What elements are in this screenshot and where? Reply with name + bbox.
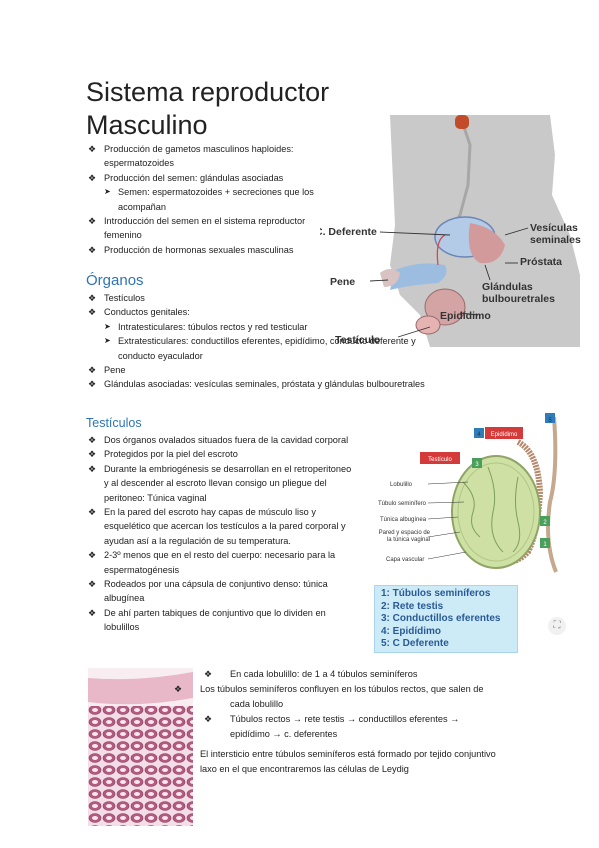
bullet-icon: ❖ [88,550,97,561]
number-5: 5 [548,418,552,424]
bullet-icon: ❖ [88,435,97,445]
number-4: 4 [477,432,481,438]
list-item: ❖Testículos [84,291,464,305]
bullet-icon: ❖ [88,449,97,460]
organos-list: ❖Testículos ❖Conductos genitales: ➤Intra… [84,291,464,392]
list-item: ❖Protegidos por la piel del escroto [84,447,354,461]
bullet-icon: ❖ [204,669,213,679]
page-title: Sistema reproductor Masculino [86,76,329,142]
list-item: ❖Los túbulos seminíferos confluyen en lo… [174,684,484,709]
list-item: ❖En cada lobulillo: de 1 a 4 túbulos sem… [200,667,500,682]
legend-item: 1: Túbulos seminíferos [381,588,491,599]
bullet-icon: ❖ [88,365,97,376]
testis-diagram: 5 4 Epidídimo Testículo 3 2 1 Lobulillo … [378,413,558,573]
tag-epididimo: Epidídimo [491,432,518,438]
male-anatomy-figure: C. Deferente Próstata Pene Epidídimo Tes… [320,115,580,347]
list-item: ❖Introducción del semen en el sistema re… [88,216,306,241]
list-item: ➤Semen: espermatozoides + secreciones qu… [104,187,314,212]
bullet-icon: ❖ [88,507,97,518]
section-heading-organos: Órganos [86,272,144,289]
label-pared: Pared y espacio de la túnica vaginal [378,530,430,543]
legend-item: 4: Epidídimo [381,625,441,637]
title-line-2: Masculino [86,110,208,140]
label-prostata: Próstata [520,256,562,268]
list-item: ❖Rodeados por una cápsula de conjuntivo … [88,579,328,604]
bullet-icon: ❖ [88,379,97,390]
bullet-icon: ❖ [88,579,97,590]
intersticio-paragraph: El intersticio entre túbulos seminíferos… [200,749,496,774]
arrow-bullet-icon: ➤ [104,336,111,346]
list-item: ➤Intratesticulares: túbulos rectos y red… [84,320,318,334]
number-1: 1 [543,542,547,548]
arrow-bullet-icon: ➤ [104,321,111,331]
bullet-icon: ❖ [88,607,97,618]
label-epididimo: Epidídimo [440,310,491,322]
label-tunica: Túnica albugínea [380,517,427,523]
list-item: ❖Conductos genitales: [84,305,464,319]
list-item: ❖Glándulas asociadas: vesículas seminale… [84,377,464,391]
list-item: ❖Producción del semen: glándulas asociad… [84,171,324,185]
bullet-icon: ❖ [88,293,97,303]
list-item: ❖En la pared del escroto hay capas de mú… [88,507,346,546]
bullet-icon: ❖ [88,307,97,318]
list-item: ❖Dos órganos ovalados situados fuera de … [84,433,354,447]
label-lobulillo: Lobulillo [390,482,413,488]
list-item: ❖Túbulos rectos → rete testis → conducti… [204,714,460,739]
number-3: 3 [475,462,479,468]
label-vesiculas-seminales: Vesículas seminales [530,222,581,246]
label-glandulas: Glándulas bulbouretrales [482,281,555,305]
legend-item: 3: Conductillos eferentes [381,613,501,625]
list-item: ❖Durante la embriogénesis se desarrollan… [88,463,352,503]
expand-icon[interactable]: ⛶ [548,617,566,635]
bullet-icon: ❖ [88,216,97,227]
testis-legend: 1: Túbulos seminíferos 2: Rete testis 3:… [374,585,518,653]
list-item: ❖De ahí parten tabiques de conjuntivo qu… [88,607,326,633]
list-item: ❖Producción de gametos masculinos haploi… [88,144,294,169]
bullet-icon: ❖ [88,172,97,183]
bullet-icon: ❖ [88,463,97,474]
number-2: 2 [543,520,547,526]
lobulillo-list: ❖En cada lobulillo: de 1 a 4 túbulos sem… [174,667,500,742]
label-testiculo: Testículo [335,334,380,346]
bullet-icon: ❖ [88,144,97,154]
section-heading-testiculos: Testículos [86,416,142,430]
bullet-icon: ❖ [204,714,213,724]
intro-list: ❖Producción de gametos masculinos haploi… [84,142,324,257]
legend-item: 5: C Deferente [381,638,449,650]
label-deferente: C. Deferente [320,226,377,238]
label-pene: Pene [330,276,355,288]
histology-image [88,668,193,842]
bullet-icon: ❖ [88,244,97,255]
list-item: ➤Extratesticulares: conductillos eferent… [104,336,416,361]
tag-testiculo: Testículo [428,457,452,463]
arrow-bullet-icon: ➤ [104,187,111,197]
title-line-1: Sistema reproductor [86,77,330,107]
legend-item: 2: Rete testis [381,600,444,612]
list-item: ❖Producción de hormonas sexuales masculi… [84,243,324,257]
label-capa: Capa vascular [386,557,424,563]
list-item: ❖Pene [84,363,464,377]
list-item: ❖2-3º menos que en el resto del cuerpo: … [88,550,336,575]
testiculos-list: ❖Dos órganos ovalados situados fuera de … [84,433,354,635]
label-tubulo: Túbulo seminífero [378,501,427,507]
